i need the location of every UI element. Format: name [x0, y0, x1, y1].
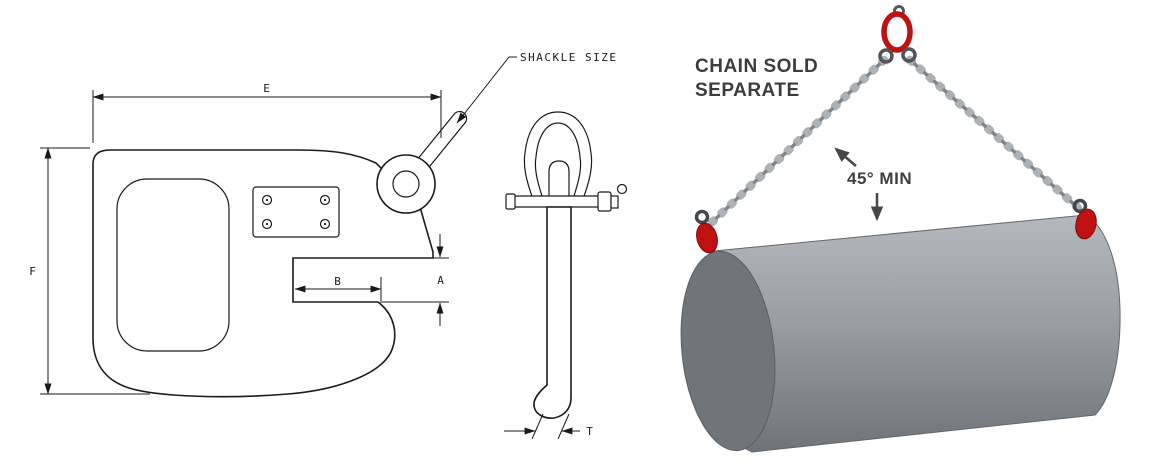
- dimension-t: T: [504, 413, 594, 440]
- dim-a-label: A: [437, 274, 445, 287]
- shackle-pin: [505, 183, 628, 212]
- clamp-profile-bar: [533, 206, 572, 419]
- master-link: [878, 5, 917, 64]
- shackle-size-label: SHACKLE SIZE: [520, 51, 617, 64]
- dimension-b: B: [294, 275, 382, 301]
- chain-left: [702, 55, 889, 232]
- dimension-a: A: [380, 234, 449, 326]
- shackle-size-callout: SHACKLE SIZE: [456, 51, 617, 124]
- dim-f-label: F: [29, 265, 37, 278]
- pipe-hook-left: [694, 209, 718, 254]
- chain-note-line1: CHAIN SOLD: [695, 56, 818, 77]
- dim-e-label: E: [263, 82, 271, 95]
- bolt-plate: [252, 186, 340, 238]
- chain-note-line2: SEPARATE: [695, 80, 800, 101]
- pipe-end-face: [680, 250, 776, 452]
- clamp-side-view: T: [504, 111, 628, 440]
- eye-plate-side: [548, 160, 570, 199]
- dim-b-label: B: [334, 275, 342, 288]
- dimension-e: E: [92, 82, 442, 143]
- arrow-to-chain: [834, 147, 857, 167]
- angle-label: 45° MIN: [847, 169, 912, 188]
- clamp-inner-cutout: [116, 178, 230, 352]
- clamp-front-view: E F A B SHACKLE SIZE: [29, 51, 617, 398]
- pipe-lift-illustration: CHAIN SOLD SEPARATE 45° MIN: [680, 5, 1121, 453]
- angle-annotation: 45° MIN: [834, 147, 912, 222]
- pipe-hook-right: [1072, 198, 1097, 240]
- chain-right: [905, 55, 1089, 218]
- cotter-ring-icon: [616, 183, 628, 195]
- dimension-f: F: [29, 147, 150, 395]
- dim-t-label: T: [586, 425, 594, 438]
- lifting-eye-hole: [392, 170, 420, 198]
